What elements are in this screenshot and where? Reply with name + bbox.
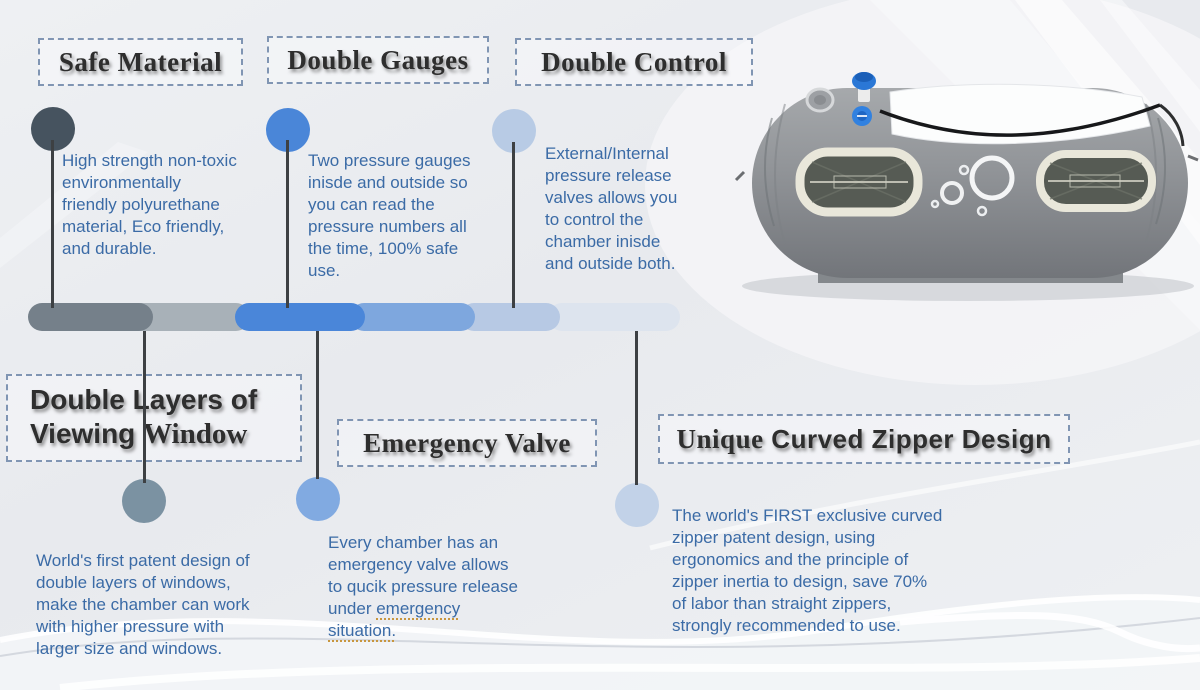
description-zipper: The world's FIRST exclusive curved zippe… <box>672 506 943 636</box>
description-emergency-plain: Every chamber has an emergency valve all… <box>328 533 518 619</box>
title-box-double-gauges: Double Gauges <box>267 36 489 84</box>
connector-line <box>286 140 289 308</box>
description-viewing-window: World's first patent design of double la… <box>36 551 250 659</box>
title-box-safe-material: Safe Material <box>38 38 243 86</box>
title-double-gauges: Double Gauges <box>287 44 469 75</box>
feature-dot-zipper <box>615 483 659 527</box>
connector-line <box>51 140 54 308</box>
description-emergency-valve: Every chamber has an emergency valve all… <box>328 532 578 642</box>
title-zipper-serif: Unique <box>676 423 764 454</box>
feature-dot-emergency-valve <box>296 477 340 521</box>
title-double-control: Double Control <box>541 46 727 77</box>
description-emergency-underlined: emergency situation. <box>328 599 461 641</box>
feature-dot-viewing-window <box>122 479 166 523</box>
connector-line <box>512 142 515 308</box>
title-box-viewing-window: Double Layers of Viewing Window <box>6 374 302 462</box>
timeline-bar <box>0 303 1200 331</box>
title-safe-material: Safe Material <box>58 46 223 77</box>
timeline-segment <box>235 303 365 331</box>
description-double-control: External/Internal pressure release valve… <box>545 144 678 274</box>
title-viewing-window: Double Layers of Viewing Window <box>8 383 300 453</box>
title-box-zipper: Unique Curved Zipper Design <box>658 414 1070 464</box>
timeline-segment <box>460 303 560 331</box>
title-zipper-sans: Curved Zipper Design <box>763 423 1052 454</box>
title-box-emergency-valve: Emergency Valve <box>337 419 597 467</box>
title-box-double-control: Double Control <box>515 38 753 86</box>
connector-line <box>316 331 319 479</box>
connector-line <box>635 331 638 485</box>
title-zipper: Unique Curved Zipper Design <box>677 424 1052 455</box>
timeline-segment <box>548 303 680 331</box>
title-viewing-window-serif: Window <box>143 418 248 451</box>
title-emergency-valve: Emergency Valve <box>363 427 571 458</box>
timeline-segment <box>350 303 475 331</box>
description-double-gauges: Two pressure gauges inisde and outside s… <box>308 151 471 281</box>
description-safe-material: High strength non-toxic environmentally … <box>62 151 237 259</box>
connector-line <box>143 331 146 483</box>
timeline-segment <box>28 303 153 331</box>
